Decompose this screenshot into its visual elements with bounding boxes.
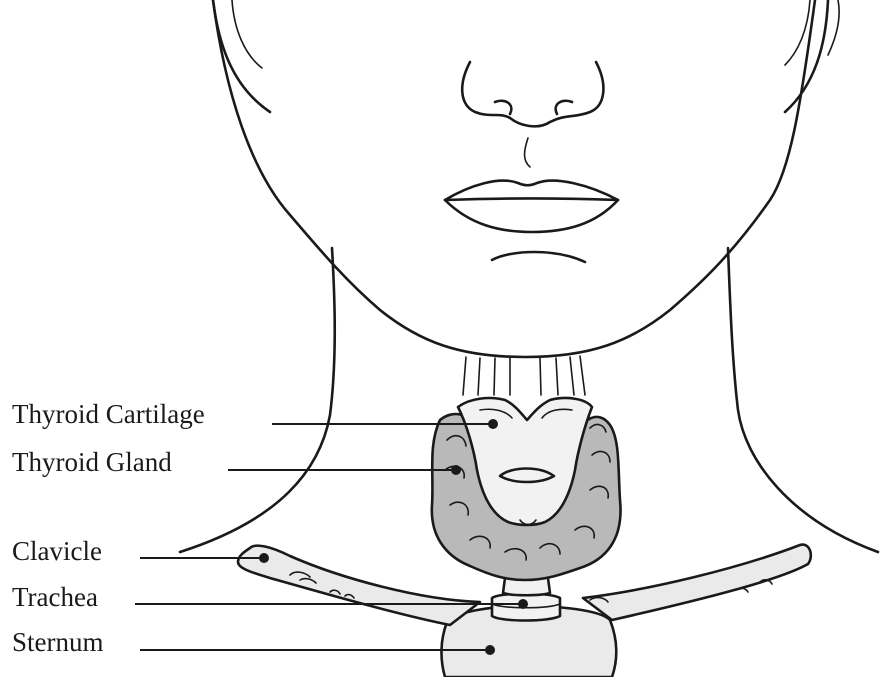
label-sternum: Sternum [12,627,104,657]
lips [445,181,618,232]
chin-crease [492,252,585,262]
clavicle-right [583,545,811,620]
face-outline [213,0,815,357]
nose [462,62,603,167]
label-clavicle: Clavicle [12,536,102,566]
label-thyroid-cartilage: Thyroid Cartilage [12,399,205,429]
leader-dot-clavicle [259,553,269,563]
clavicle-left [238,546,480,625]
label-trachea: Trachea [12,582,98,612]
leader-dot-trachea [518,599,528,609]
leader-dot-thyroid-gland [451,465,461,475]
label-thyroid-gland: Thyroid Gland [12,447,172,477]
neck-muscles [463,356,585,395]
labels: Thyroid Cartilage Thyroid Gland Clavicle… [12,399,205,657]
trachea [492,575,560,621]
leader-dot-thyroid-cartilage [488,419,498,429]
leader-dot-sternum [485,645,495,655]
